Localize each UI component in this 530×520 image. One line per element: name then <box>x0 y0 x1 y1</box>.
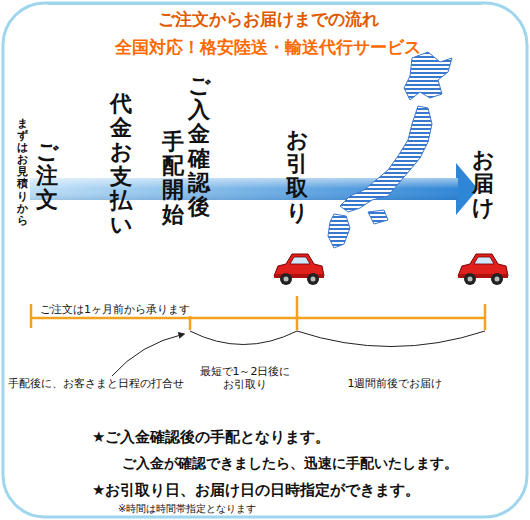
stage-label: お引取り <box>286 128 308 225</box>
car-icon <box>458 254 508 285</box>
stage-label: 代金お支払い <box>110 92 132 237</box>
japan-map <box>328 52 452 248</box>
pointer-arrow <box>112 334 184 376</box>
stage-label: お届け <box>472 148 494 221</box>
outer-frame <box>3 3 527 517</box>
flow-arrow <box>30 163 478 215</box>
title-rule <box>48 3 482 5</box>
notice: ご入金が確認できましたら、迅速に手配いたします。 <box>122 455 458 472</box>
timeline-bracket <box>31 296 485 330</box>
stage-note: まずはお見積りから <box>17 118 28 227</box>
title: ご注文からお届けまでの流れ <box>3 9 530 29</box>
subtitle: 全国対応！格安陸送・輸送代行サービス <box>3 37 530 57</box>
timeline-note: ご注文は1ヶ月前から承ります <box>37 303 193 316</box>
span-arc <box>190 331 485 347</box>
notice-small: ※時間は時間帯指定となります <box>118 503 256 515</box>
timeline-note: 1週間前後でお届け <box>340 377 450 390</box>
notice: ★お引取り日、お届け日の日時指定ができます。 <box>92 481 420 499</box>
notice: ★ご入金確認後の手配となります。 <box>92 428 330 446</box>
stage-label: ご入金確認後 <box>188 74 210 219</box>
stage-label: 手配開始 <box>162 130 184 227</box>
car-icon <box>274 254 324 285</box>
timeline-note: 手配後に、お客さまと日程の打合せ <box>8 377 184 390</box>
stage-label: ご注文 <box>36 140 58 213</box>
timeline-note: 最短で1～2日後にお引取り <box>196 365 294 391</box>
